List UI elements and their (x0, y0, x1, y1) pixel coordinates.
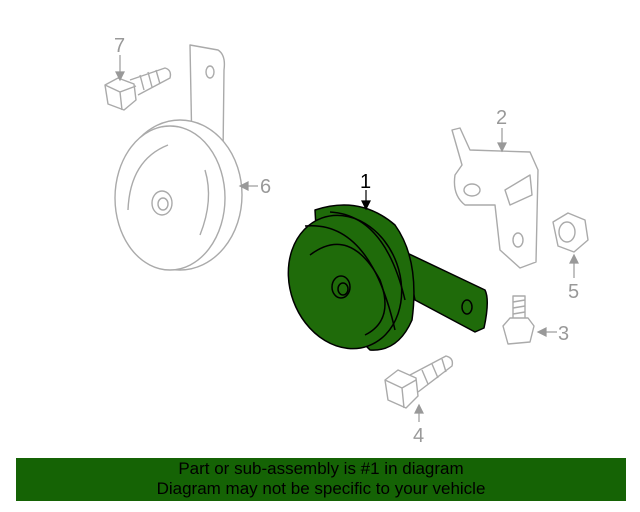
callout-3: 3 (558, 323, 569, 345)
part-4-bolt[interactable] (384, 355, 454, 409)
banner-line-2: Diagram may not be specific to your vehi… (156, 479, 486, 498)
callout-4: 4 (413, 425, 424, 447)
callout-2: 2 (496, 107, 507, 129)
callout-1: 1 (360, 171, 371, 193)
info-banner: Part or sub-assembly is #1 in diagram Di… (16, 458, 626, 501)
part-7-bolt[interactable] (104, 67, 172, 111)
callout-6: 6 (260, 176, 271, 198)
part-5-nut[interactable] (552, 212, 589, 253)
part-2-bracket[interactable] (451, 127, 539, 269)
part-6-horn-ghost[interactable] (114, 44, 243, 271)
part-1-horn-highlighted[interactable] (270, 199, 488, 364)
callout-5: 5 (568, 281, 579, 303)
callout-7: 7 (114, 35, 125, 57)
part-3-bolt[interactable] (502, 295, 535, 345)
banner-line-1: Part or sub-assembly is #1 in diagram (178, 459, 464, 478)
